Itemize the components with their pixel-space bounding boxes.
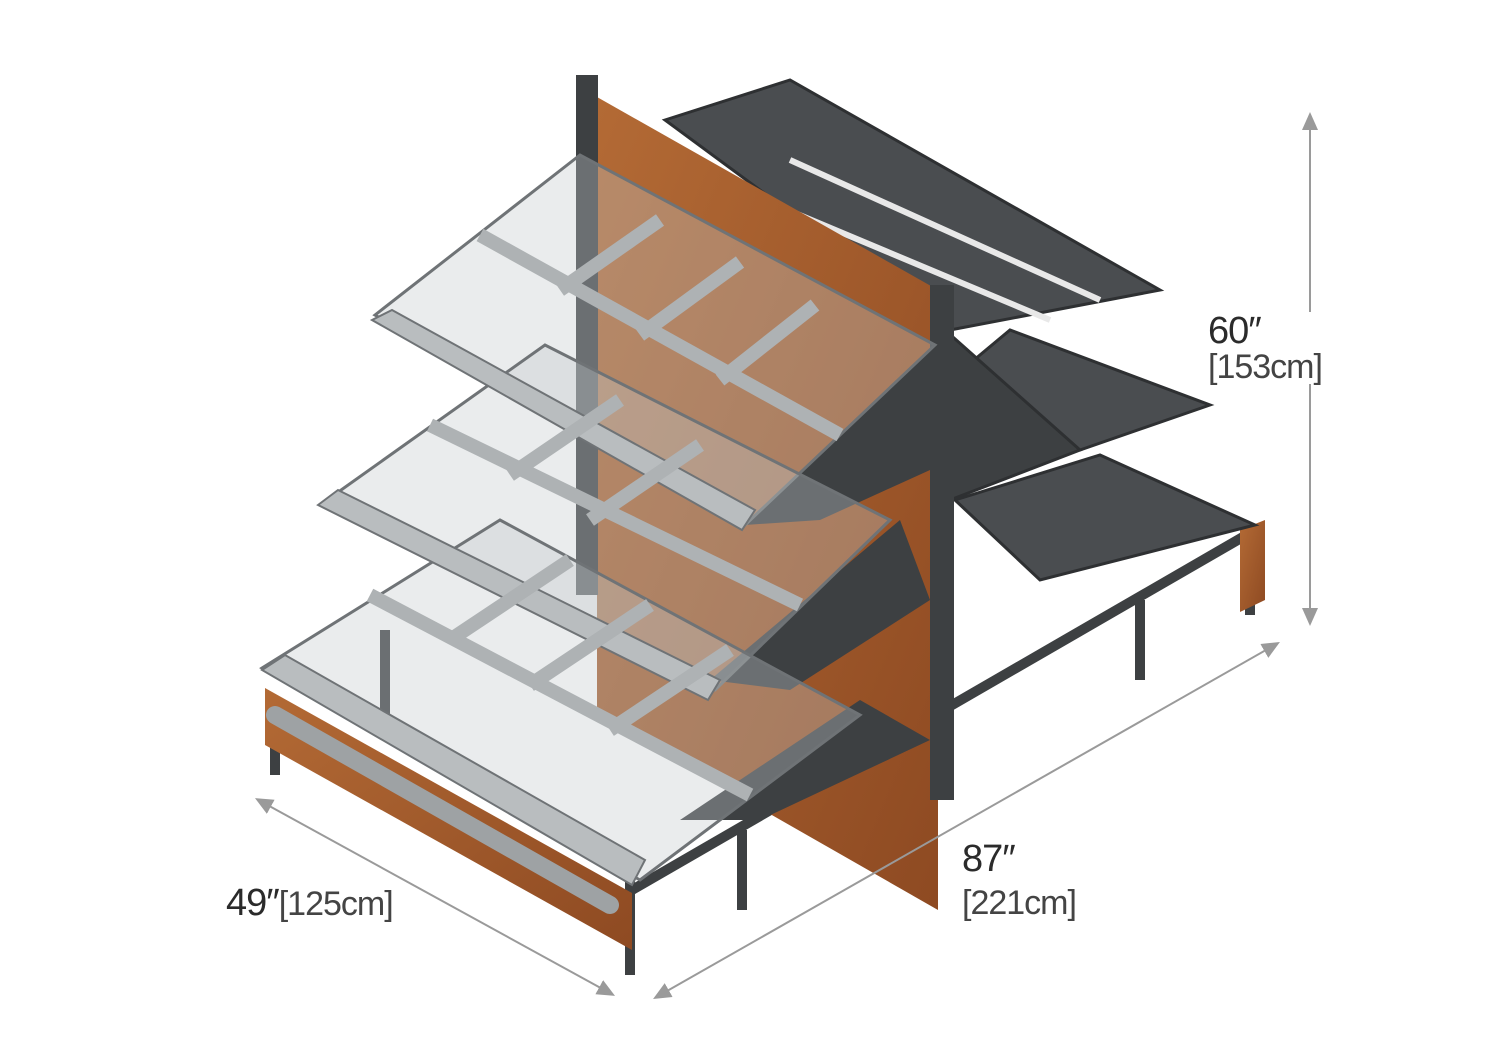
depth-label: 49″[125cm] [226,884,399,922]
depth-metric: [125cm] [278,885,394,923]
length-imperial: 87″ [962,838,1016,880]
center-post [930,285,954,800]
height-label: 60″ [153cm] [1208,310,1323,386]
end-wood-panel [1240,520,1265,612]
depth-dimension-line [254,798,616,996]
length-dimension-line [653,642,1280,999]
depth-imperial: 49″ [226,882,280,924]
left-post [576,75,598,595]
height-imperial: 60″ [1208,310,1262,352]
height-metric: [153cm] [1208,348,1323,386]
length-label: 87″ [221cm] [962,838,1077,922]
rear-shelves [661,78,1260,582]
length-metric: [221cm] [962,884,1077,922]
